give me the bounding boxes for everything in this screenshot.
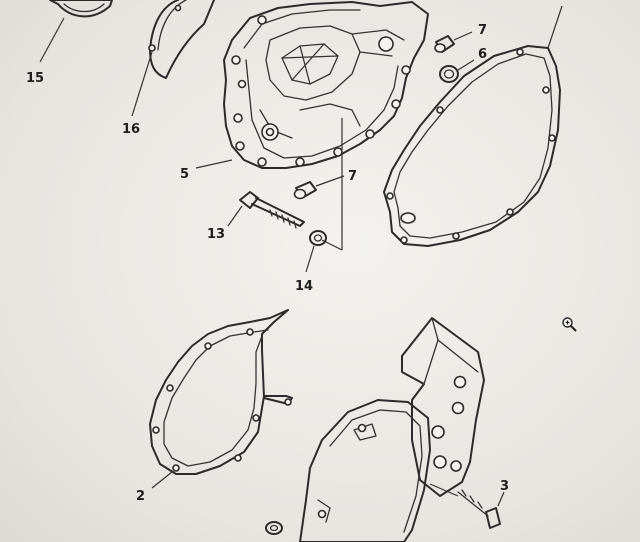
part-7-dowel-pin-top — [434, 31, 473, 53]
part-13-bolt — [227, 191, 305, 229]
callout-7-middle: 7 — [348, 169, 357, 184]
callout-13: 13 — [207, 227, 225, 242]
part-5-crankcase-cover — [195, 1, 429, 251]
part-7-dowel-pin-middle — [293, 175, 345, 200]
callout-15: 15 — [26, 71, 44, 86]
callout-3: 3 — [500, 479, 509, 494]
part-15-cover — [39, 0, 113, 63]
part-16-gasket — [131, 0, 215, 117]
callout-5: 5 — [180, 167, 189, 182]
part-3-lower-cover — [265, 317, 505, 542]
part-14-washer — [305, 230, 327, 273]
part-2-gasket — [149, 309, 293, 489]
zoom-in-icon[interactable] — [561, 316, 577, 332]
callout-16: 16 — [122, 122, 140, 137]
outer-cover-gasket — [383, 5, 563, 247]
callout-6: 6 — [478, 47, 487, 62]
callout-14: 14 — [295, 279, 313, 294]
part-6-oil-seal — [439, 59, 475, 83]
callout-7-top: 7 — [478, 23, 487, 38]
callout-2: 2 — [136, 489, 145, 504]
